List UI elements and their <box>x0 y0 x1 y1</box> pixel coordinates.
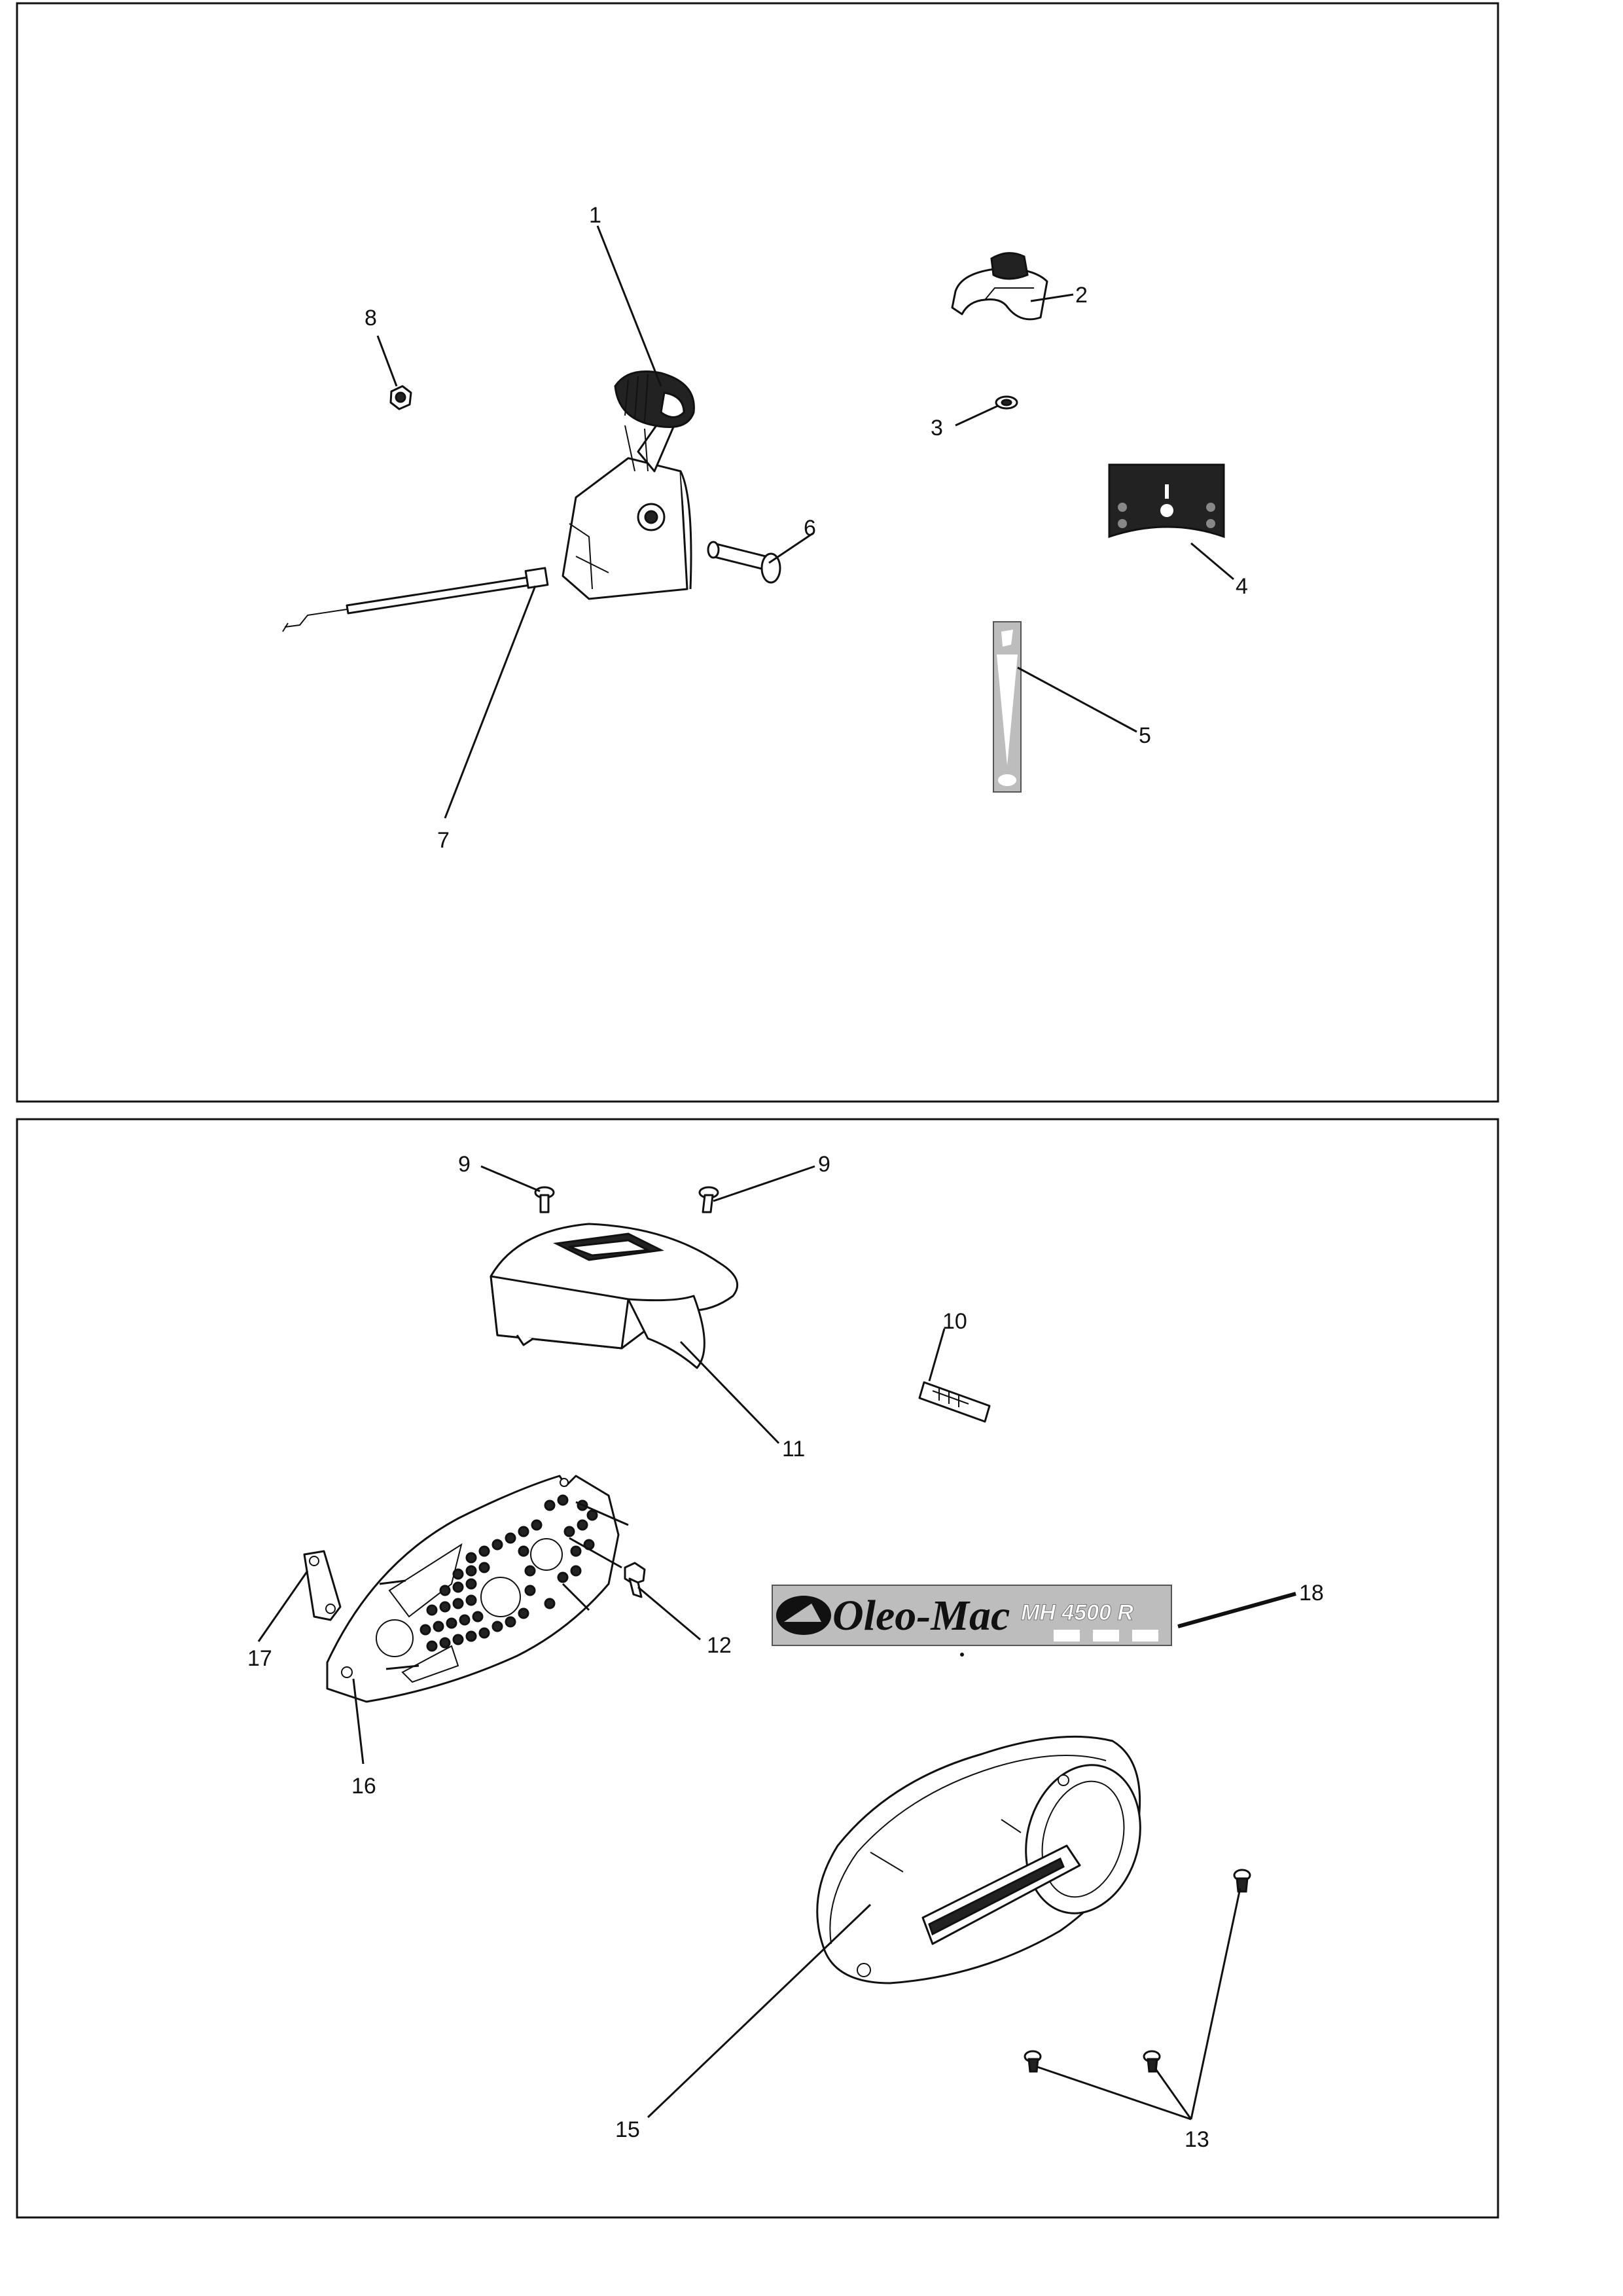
callout-12: 12 <box>707 1633 732 1658</box>
leader-13-top <box>1190 1888 1241 2120</box>
part-11-handle-cover <box>490 1223 739 1369</box>
decal-model-text: MH 4500 R <box>1021 1600 1133 1625</box>
part-10-small-decal <box>918 1381 991 1423</box>
callout-16: 16 <box>351 1774 376 1799</box>
part-2-trigger-cover <box>951 252 1048 321</box>
callout-18: 18 <box>1299 1581 1324 1605</box>
lower-panel-frame <box>16 1118 1499 2219</box>
part-9-screw-left <box>534 1186 555 1213</box>
callout-8: 8 <box>365 306 377 331</box>
part-4-decal-plate <box>1108 463 1225 539</box>
part-16-perforated-heat-shield <box>326 1475 629 1703</box>
part-3-washer <box>995 395 1018 410</box>
callout-17: 17 <box>247 1646 272 1671</box>
leader-8 <box>376 335 398 387</box>
leader-13-middle <box>1154 2068 1192 2120</box>
part-8-nut <box>389 385 412 410</box>
leader-3 <box>955 404 999 427</box>
leader-12 <box>637 1586 701 1641</box>
leader-9-left <box>480 1165 541 1193</box>
callout-4: 4 <box>1236 574 1248 599</box>
callout-6: 6 <box>804 516 816 541</box>
leader-11 <box>679 1340 780 1444</box>
part-13-fastener-middle <box>1143 2050 1161 2073</box>
leader-10 <box>928 1328 946 1382</box>
leader-2 <box>1030 293 1074 302</box>
callout-10: 10 <box>942 1309 967 1334</box>
part-13-fastener-left <box>1024 2050 1042 2073</box>
part-13-fastener-top <box>1233 1869 1251 1893</box>
leader-18 <box>1177 1592 1296 1628</box>
callout-1: 1 <box>589 203 601 228</box>
callout-9-right: 9 <box>818 1152 830 1177</box>
part-7-throttle-cable <box>282 567 549 632</box>
leader-1 <box>596 225 662 387</box>
part-6-pin <box>707 541 781 584</box>
callout-15: 15 <box>615 2117 640 2142</box>
upper-panel-frame <box>16 2 1499 1103</box>
callout-13: 13 <box>1185 2127 1209 2152</box>
leader-16 <box>352 1678 365 1765</box>
leader-13-left <box>1037 2066 1192 2121</box>
part-17-bracket <box>303 1550 342 1621</box>
part-12-bolt <box>624 1562 646 1598</box>
leader-4 <box>1190 542 1234 581</box>
callout-7: 7 <box>437 828 450 853</box>
leader-6 <box>768 532 813 564</box>
leader-7 <box>444 585 537 819</box>
callout-5: 5 <box>1139 723 1151 748</box>
leader-15 <box>647 1903 872 2119</box>
callout-2: 2 <box>1075 283 1088 308</box>
leader-5 <box>1017 666 1137 733</box>
callout-11: 11 <box>782 1437 805 1462</box>
part-1-throttle-lever-assembly <box>562 370 695 600</box>
decal-brand-text: Oleo-Mac <box>832 1592 1010 1640</box>
part-18-brand-decal: Oleo-Mac MH 4500 R <box>772 1585 1172 1657</box>
part-15-clutch-cover <box>816 1735 1141 1984</box>
part-5-decal-strip <box>993 621 1022 793</box>
perforation-holes <box>419 1494 598 1652</box>
callout-3: 3 <box>931 416 943 440</box>
part-9-screw-right <box>698 1186 719 1213</box>
callout-9-left: 9 <box>458 1152 471 1177</box>
leader-17 <box>257 1570 309 1642</box>
leader-9-right <box>713 1165 815 1202</box>
